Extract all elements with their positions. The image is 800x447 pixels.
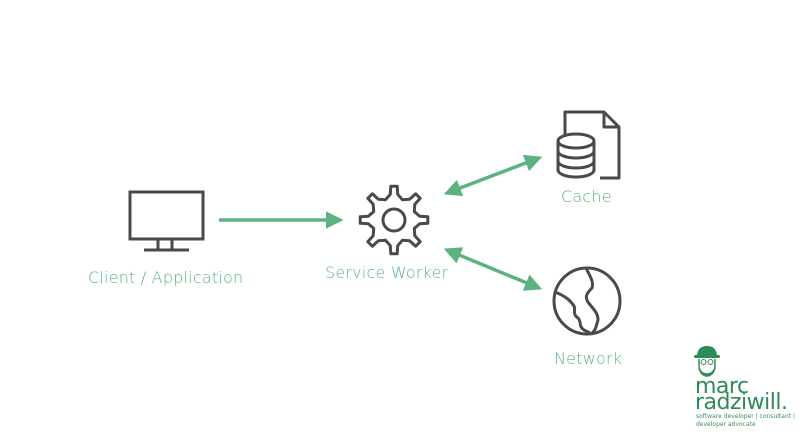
brand-name-line2: radziwill.: [695, 390, 788, 415]
brand-tagline-line1: software developer | consultant |: [696, 413, 796, 420]
avatar-hat-glasses-icon: [694, 346, 720, 377]
network-label: Network: [554, 349, 623, 368]
edge-service-worker-network: [443, 247, 543, 291]
database-file-icon: [556, 110, 621, 180]
service-worker-label: Service Worker: [325, 263, 449, 282]
gear-icon: [358, 184, 430, 256]
cache-label: Cache: [561, 187, 612, 206]
brand-name-line1: marc: [695, 374, 749, 399]
client-label: Client / Application: [88, 268, 244, 287]
globe-icon: [552, 266, 622, 336]
monitor-icon: [128, 190, 205, 252]
edge-service-worker-cache: [443, 154, 543, 197]
brand-tagline-line2: developer advocate: [696, 421, 756, 428]
